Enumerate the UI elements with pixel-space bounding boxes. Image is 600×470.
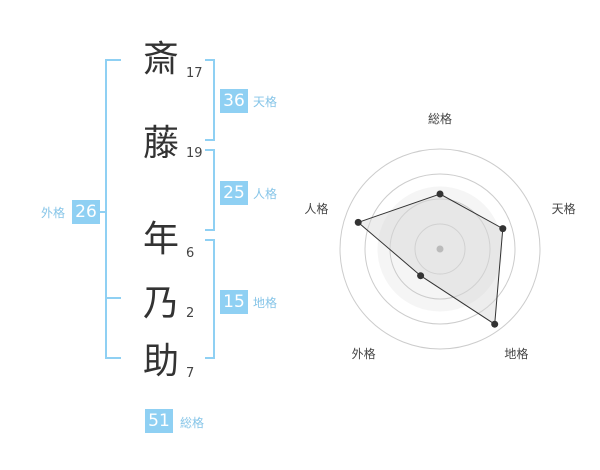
name-char-3: 年 [142,219,179,260]
jinkaku-bracket [205,149,215,231]
radar-ring-1 [414,223,466,275]
radar-point-5 [354,218,362,226]
radar-ring-4 [339,148,541,350]
radar-axis-label-2: 天格 [551,201,576,216]
gaikaku-label: 外格 [41,206,66,220]
gaikaku-value-badge: 26 [72,200,100,224]
radar-ring-3 [364,173,516,325]
jinkaku-value-badge: 25 [220,181,248,205]
radar-axis-label-1: 総格 [427,112,453,126]
radar-point-2 [499,225,507,233]
stroke-count-3: 6 [186,246,195,261]
gaikaku-bracket [105,59,121,359]
tenkaku-label: 天格 [253,95,278,109]
tenkaku-value-badge: 36 [220,89,248,113]
tenkaku-bracket [205,59,215,141]
stroke-count-5: 7 [186,366,195,381]
radar-point-3 [491,320,499,328]
chikaku-bracket [205,239,215,359]
radar-axis-label-3: 地格 [504,347,529,362]
name-char-4: 乃 [142,283,179,324]
stroke-count-1: 17 [186,66,203,81]
radar-axis-label-5: 人格 [304,201,329,216]
soukaku-value-badge: 51 [145,409,173,433]
radar-point-4 [417,272,425,280]
stroke-count-4: 2 [186,306,195,321]
chikaku-label: 地格 [253,296,278,310]
radar-point-1 [436,190,444,198]
name-char-1: 斎 [142,39,179,80]
chikaku-value-badge: 15 [220,290,248,314]
name-char-5: 助 [142,341,179,382]
soukaku-label: 総格 [180,416,205,430]
radar-axis-label-4: 外格 [351,347,376,362]
jinkaku-label: 人格 [253,187,278,201]
stroke-count-2: 19 [186,146,203,161]
name-char-2: 藤 [142,123,179,164]
radar-center-dot [436,245,444,253]
radar-polygon [357,193,504,326]
